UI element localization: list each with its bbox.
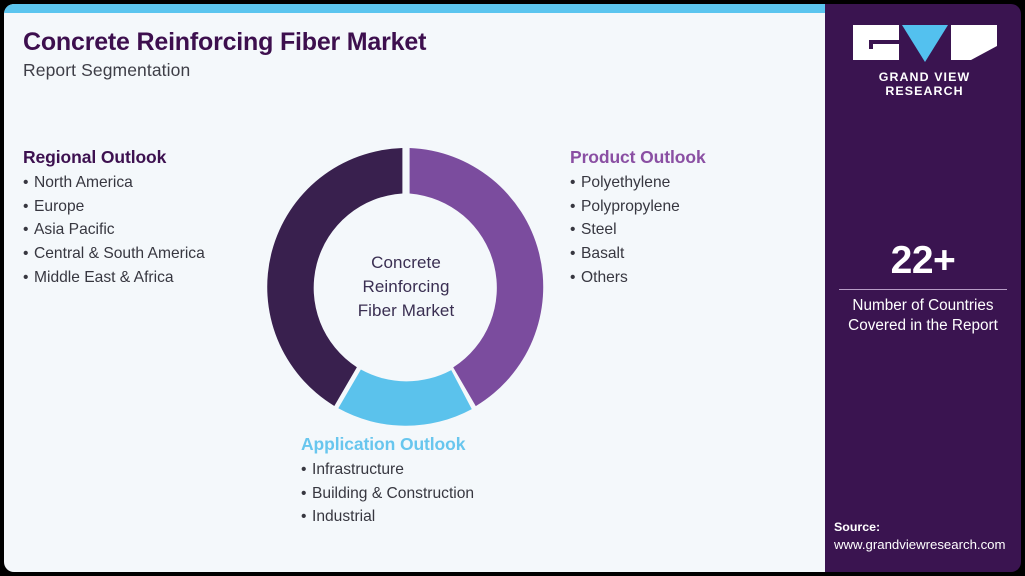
source-label: Source:: [834, 520, 881, 534]
list-item-label: Infrastructure: [312, 461, 404, 478]
list-item: • Polypropylene: [570, 195, 706, 219]
regional-outlook-block: Regional Outlook • North America • Europe …: [23, 147, 205, 290]
list-item-label: Polypropylene: [581, 197, 680, 215]
brand-panel: GRAND VIEW RESEARCH 22+ Number of Countr…: [825, 4, 1021, 572]
donut-segment-product: [409, 148, 544, 407]
product-outlook-list: • Polyethylene • Polypropylene • Steel • Bas…: [570, 171, 706, 290]
application-outlook-block: Application Outlook • Infrastructure • Bui…: [301, 434, 474, 529]
bullet-icon: •: [23, 221, 29, 239]
product-outlook-block: Product Outlook • Polyethylene • Polypropy…: [570, 147, 706, 290]
list-item-label: Building & Construction: [312, 484, 475, 502]
list-item-label: Europe: [34, 197, 85, 215]
bullet-icon: •: [23, 197, 29, 215]
list-item-label: Middle East & Africa: [34, 268, 174, 286]
donut-segment-regional: [267, 148, 403, 406]
donut-svg: [267, 148, 544, 426]
bullet-icon: •: [301, 484, 307, 502]
bullet-icon: •: [23, 245, 29, 263]
list-item: • Asia Pacific: [23, 218, 205, 242]
list-item: • Industrial: [301, 505, 474, 529]
donut-segment-application: [338, 369, 472, 426]
list-item: • Basalt: [570, 242, 706, 266]
grand-view-research-logo: GRAND VIEW RESEARCH: [852, 25, 997, 98]
list-item-label: Asia Pacific: [34, 221, 115, 239]
donut-chart: Concrete Reinforcing Fiber Market: [267, 148, 545, 426]
stat-label-line-1: Number of Countries: [852, 297, 994, 314]
list-item: • North America: [23, 171, 205, 195]
stat-divider: [839, 289, 1007, 290]
list-item: • Europe: [23, 195, 205, 219]
stat-number: 22+: [890, 239, 956, 282]
page-title: Concrete Reinforcing Fiber Market: [23, 28, 427, 56]
application-outlook-title: Application Outlook: [301, 434, 466, 454]
list-item-label: Central & South America: [34, 245, 205, 263]
list-item: • Polyethylene: [570, 171, 706, 195]
list-item: • Building & Construction: [301, 482, 474, 506]
header: Concrete Reinforcing Fiber Market Report…: [23, 28, 426, 81]
source-url[interactable]: www.grandviewresearch.com: [834, 537, 1006, 552]
bullet-icon: •: [570, 197, 576, 215]
list-item-label: Polyethylene: [581, 174, 671, 191]
bullet-icon: •: [570, 221, 576, 239]
bullet-icon: •: [301, 508, 307, 526]
bullet-icon: •: [570, 174, 576, 191]
list-item: • Infrastructure: [301, 458, 474, 482]
bullet-icon: •: [23, 268, 29, 286]
list-item-label: Basalt: [581, 245, 625, 263]
top-accent-bar: [4, 4, 825, 13]
bullet-icon: •: [301, 461, 307, 478]
regional-outlook-list: • North America • Europe • Asia Pacific • Ce…: [23, 171, 205, 290]
regional-outlook-title: Regional Outlook: [23, 147, 167, 167]
logo-g-icon: [852, 25, 899, 60]
list-item: • Others: [570, 266, 706, 290]
list-item-label: Steel: [581, 221, 617, 239]
list-item-label: North America: [34, 174, 133, 191]
logo-r-icon: [950, 25, 997, 60]
content-panel: Concrete Reinforcing Fiber Market Report…: [4, 4, 825, 572]
list-item: • Steel: [570, 218, 706, 242]
logo-wordmark: GRAND VIEW RESEARCH: [878, 70, 971, 98]
page-subtitle: Report Segmentation: [23, 60, 191, 80]
countries-stat: 22+ Number of Countries Covered in the R…: [837, 239, 1009, 336]
logo-v-triangle-icon: [901, 25, 948, 62]
list-item-label: Others: [581, 268, 628, 286]
bullet-icon: •: [570, 245, 576, 263]
bullet-icon: •: [570, 268, 576, 286]
product-outlook-title: Product Outlook: [570, 147, 706, 167]
application-outlook-list: • Infrastructure • Building & Construction…: [301, 458, 474, 529]
list-item: • Middle East & Africa: [23, 266, 205, 290]
list-item: • Central & South America: [23, 242, 205, 266]
bullet-icon: •: [23, 174, 29, 191]
source-block: Source: www.grandviewresearch.com: [834, 519, 1022, 554]
stat-label-line-2: Covered in the Report: [848, 317, 998, 334]
list-item-label: Industrial: [312, 508, 376, 526]
logo-marks: [852, 25, 997, 63]
